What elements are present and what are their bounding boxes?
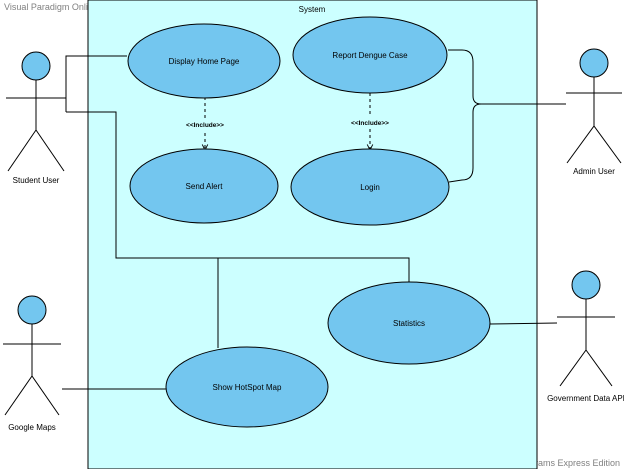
use-case-ellipse [127,23,281,99]
use-case-ellipse [292,16,448,94]
include-label-2: <<Include>> [351,120,389,127]
assoc-student-display[interactable] [65,55,127,112]
use-case-ellipse [129,148,279,224]
use-case-statistics[interactable]: Statistics [327,281,491,365]
actor-leg-right [31,375,60,416]
use-case-label: Send Alert [186,182,224,191]
actor-student-user[interactable]: Student User [6,51,66,185]
use-case-send-alert[interactable]: Send Alert [129,148,279,224]
use-case-ellipse [290,148,450,226]
include-label-bg-1 [183,119,227,130]
actor-label: Admin User [573,167,615,176]
actor-label: Government Data API [547,394,624,403]
actor-label: Google Maps [8,423,56,432]
use-case-report-dengue-case[interactable]: Report Dengue Case [292,16,448,94]
use-case-ellipse [165,346,329,428]
actor-leg-right [35,129,65,172]
use-case-label: Report Dengue Case [332,51,408,60]
actor-leg-left [559,349,587,387]
actor-head [21,51,51,81]
actor-leg-right [585,349,613,387]
assoc-gov-statistics[interactable] [489,322,558,325]
actor-admin-user[interactable]: Admin User [566,48,622,176]
use-case-login[interactable]: Login [290,148,450,226]
actor-government-data-api[interactable]: Government Data API [547,270,624,403]
actor-head [571,270,601,300]
actor-leg-left [7,129,37,172]
include-relationships: <<Include>> <<Include>> [183,93,392,150]
use-case-label: Show HotSpot Map [213,383,282,392]
use-case-label: Statistics [393,319,425,328]
use-case-display-home-page[interactable]: Display Home Page [127,23,281,99]
actor-label: Student User [13,176,60,185]
actor-google-maps[interactable]: Google Maps [3,295,61,432]
actor-leg-left [4,375,33,416]
assoc-student-statistics[interactable] [66,111,410,282]
use-case-ellipse [327,281,491,365]
actor-leg-right [593,125,622,164]
actor-head [579,48,609,78]
use-case-label: Login [360,183,380,192]
actor-head [17,295,47,325]
associations [62,49,566,390]
include-label-1: <<Include>> [186,122,224,129]
system-title: System [299,5,326,14]
use-case-show-hotspot-map[interactable]: Show HotSpot Map [165,346,329,428]
use-case-label: Display Home Page [169,57,240,66]
actor-leg-left [566,125,595,164]
include-label-bg-2 [348,117,392,128]
